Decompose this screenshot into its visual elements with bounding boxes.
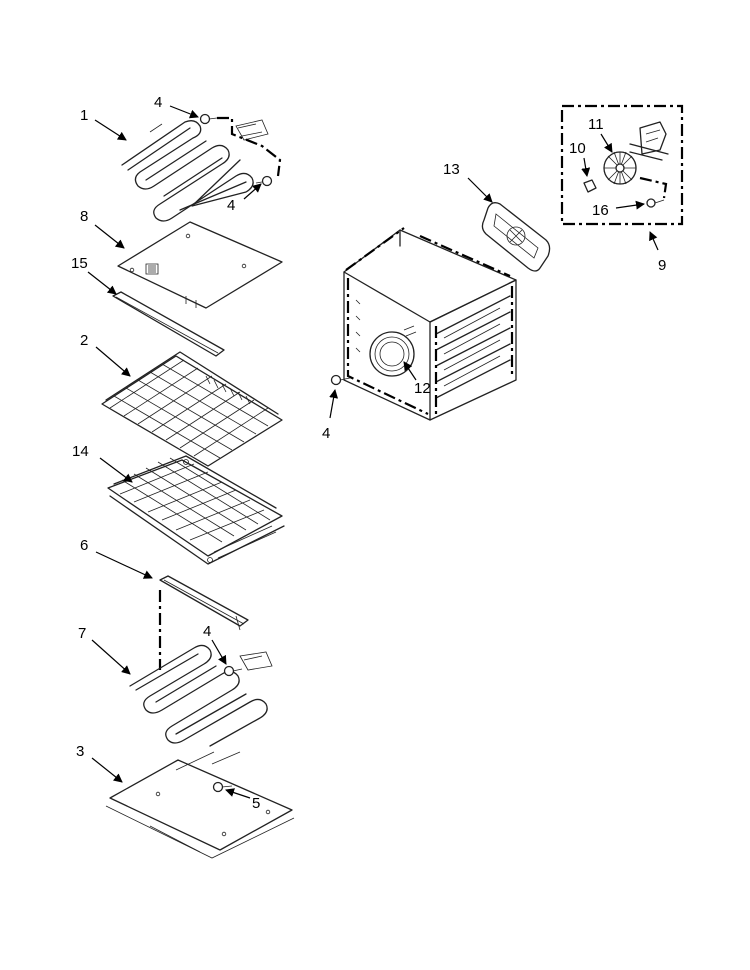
- callout-4b: 4: [227, 197, 235, 214]
- callout-13: 13: [443, 161, 460, 178]
- bake-element: [129, 644, 273, 747]
- roller-rack: [107, 455, 285, 565]
- callout-1: 1: [80, 107, 88, 124]
- leader-lines: [87, 105, 659, 799]
- callout-8: 8: [80, 208, 88, 225]
- trim-strip: [112, 291, 225, 357]
- callout-labels: 1 4 4 8 15 2 14 6 7 4 3 5 13 12 4 11 10 …: [71, 94, 666, 812]
- fan-cover: [481, 202, 551, 272]
- cavity-dash-outline: [345, 227, 511, 415]
- callout-14: 14: [72, 443, 89, 460]
- fan-box-dashed-frame: [560, 104, 684, 226]
- fan-assembly: [583, 121, 669, 193]
- fan-inner-dash: [639, 176, 668, 199]
- callout-6: 6: [80, 537, 88, 554]
- screw-16: [646, 198, 665, 208]
- callout-5: 5: [252, 795, 260, 812]
- oven-cavity: [343, 229, 517, 421]
- callout-12: 12: [414, 380, 431, 397]
- callout-3: 3: [76, 743, 84, 760]
- callout-10: 10: [569, 140, 586, 157]
- screw-4c: [223, 665, 243, 677]
- bottom-panel: [105, 751, 295, 859]
- oven-rack: [101, 351, 283, 467]
- callout-9: 9: [658, 257, 666, 274]
- callout-11: 11: [588, 116, 604, 133]
- callout-4d: 4: [322, 425, 330, 442]
- screw-5: [212, 781, 233, 793]
- callout-16: 16: [592, 202, 609, 219]
- callout-4a: 4: [154, 94, 162, 111]
- screw-4d: [330, 374, 351, 386]
- screw-4b: [255, 175, 273, 187]
- cavity-side-dash: [434, 286, 514, 414]
- callout-15: 15: [71, 255, 88, 272]
- callout-2: 2: [80, 332, 88, 349]
- callout-4c: 4: [203, 623, 211, 640]
- element-1-connection-line: [217, 116, 282, 177]
- heat-shield-plate: [117, 221, 283, 309]
- callout-7: 7: [78, 625, 86, 642]
- element-shield: [159, 575, 249, 631]
- screw-4a: [199, 113, 218, 125]
- broil-element: [121, 119, 269, 222]
